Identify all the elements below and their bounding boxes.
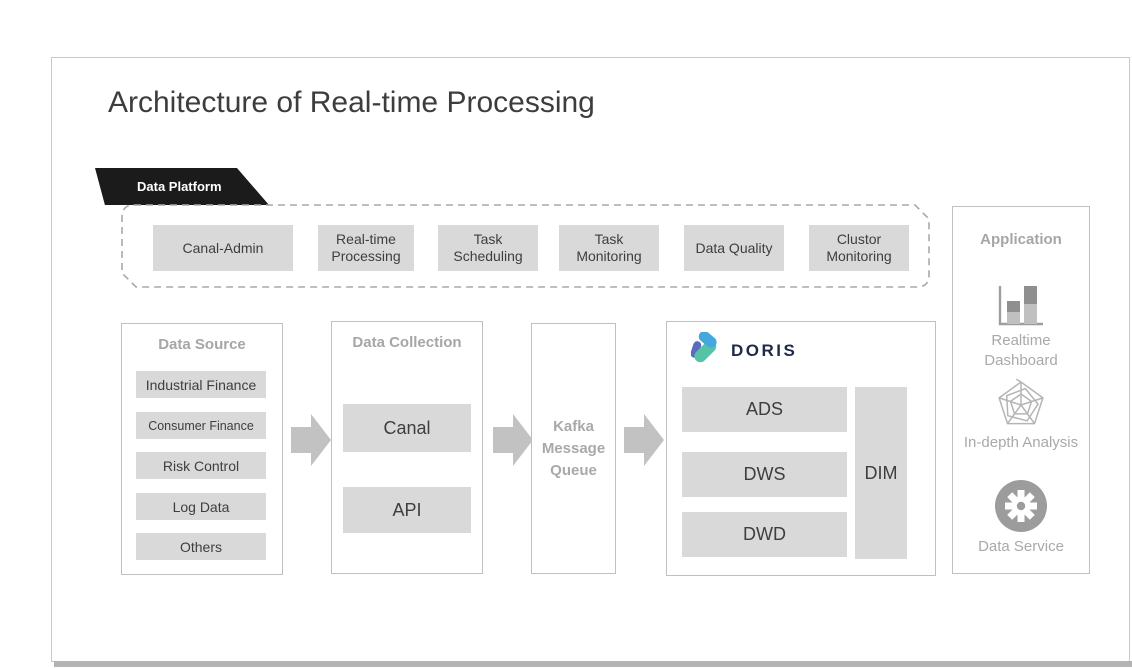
doris-dim-box: DIM: [855, 387, 907, 559]
platform-box-canal-admin: Canal-Admin: [153, 225, 293, 271]
data-source-item: Risk Control: [136, 452, 266, 479]
doris-layer: DWS: [682, 452, 847, 497]
doris-brand-text: DORIS: [731, 341, 798, 360]
doris-logo: DORIS: [691, 332, 797, 370]
slide-bottom-shadow: [54, 661, 1132, 667]
application-title: Application: [980, 231, 1062, 248]
application-item-label: In-depth Analysis: [963, 434, 1079, 451]
platform-dashed-border: [121, 204, 930, 288]
kafka-queue-panel: Kafka Message Queue: [531, 323, 616, 574]
data-source-item: Log Data: [136, 493, 266, 520]
flow-arrow-icon: [624, 414, 664, 466]
gear-icon: [995, 480, 1047, 532]
platform-box-task-scheduling: Task Scheduling: [438, 225, 538, 271]
bar-chart-icon: [998, 286, 1043, 326]
flow-arrow-icon: [493, 414, 533, 466]
data-platform-banner: Data Platform: [95, 168, 269, 205]
application-item-label: Data Service: [978, 538, 1064, 555]
platform-box-data-quality: Data Quality: [684, 225, 784, 271]
doris-logo-icon: [691, 332, 717, 363]
data-source-item: Others: [136, 533, 266, 560]
data-collection-item: Canal: [343, 404, 471, 452]
application-item-label: Realtime Dashboard: [984, 332, 1058, 369]
data-collection-panel: Data Collection Canal API: [331, 321, 483, 574]
radar-chart-icon: [998, 379, 1044, 425]
data-collection-title: Data Collection: [352, 334, 462, 351]
data-source-item: Industrial Finance: [136, 371, 266, 398]
data-collection-item: API: [343, 487, 471, 533]
data-source-title: Data Source: [158, 336, 246, 353]
doris-layer: DWD: [682, 512, 847, 557]
platform-box-realtime-processing: Real-time Processing: [318, 225, 414, 271]
data-source-panel: Data Source Industrial Finance Consumer …: [121, 323, 283, 575]
application-panel: Application Realtime Dashboard In-depth …: [952, 206, 1090, 574]
kafka-queue-label: Kafka Message Queue: [541, 417, 606, 479]
platform-box-task-monitoring: Task Monitoring: [559, 225, 659, 271]
slide-canvas: Architecture of Real-time Processing Dat…: [51, 57, 1130, 662]
page-title: Architecture of Real-time Processing: [108, 86, 595, 119]
doris-panel: DORIS ADS DWS DWD DIM: [666, 321, 936, 576]
data-source-item: Consumer Finance: [136, 412, 266, 439]
doris-layer: ADS: [682, 387, 847, 432]
platform-box-clustor-monitoring: Clustor Monitoring: [809, 225, 909, 271]
flow-arrow-icon: [291, 414, 331, 466]
